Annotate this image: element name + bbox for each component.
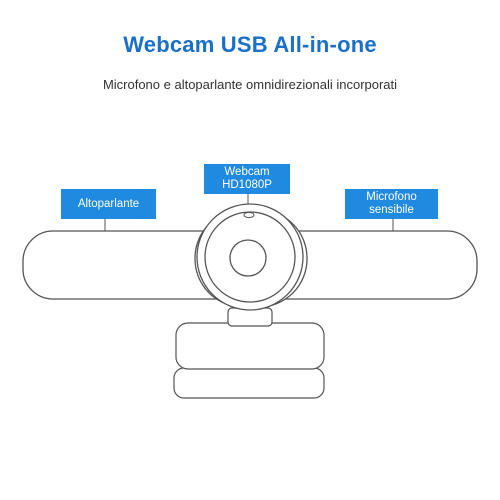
mic-label: Microfono sensibile [345, 189, 438, 219]
base-upper [175, 322, 325, 370]
mic-label-line1: Microfono [366, 191, 417, 203]
base-lower [173, 367, 325, 399]
mic-label-line2: sensibile [369, 204, 414, 216]
speaker-label-text: Altoparlante [77, 197, 140, 210]
indicator-led-icon [243, 212, 255, 218]
page-title: Webcam USB All-in-one [123, 32, 377, 57]
neck [227, 307, 273, 327]
webcam-label: Webcam HD1080P [204, 164, 290, 194]
webcam-label-line2: HD1080P [222, 179, 272, 191]
camera-lens [229, 239, 267, 277]
page-subtitle: Microfono e altoparlante omnidirezionali… [102, 77, 398, 92]
webcam-label-line1: Webcam [224, 166, 270, 178]
speaker-label: Altoparlante [61, 189, 156, 219]
